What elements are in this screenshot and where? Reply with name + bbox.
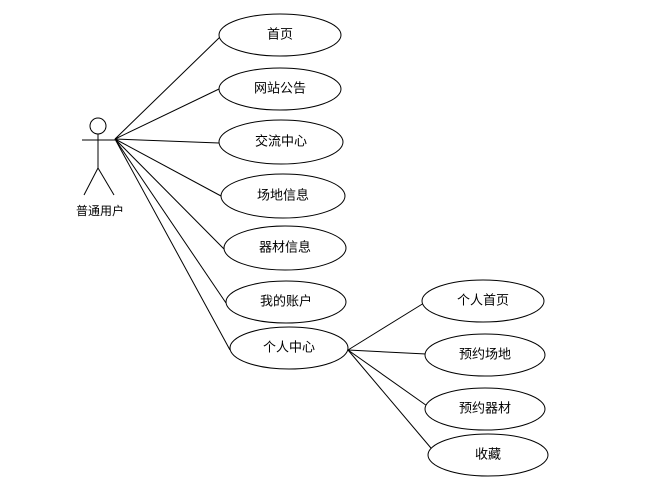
use-case-venue-info-label: 场地信息 [257, 188, 309, 204]
use-case-venue-info: 场地信息 [220, 173, 346, 219]
use-case-my-account-ellipse [225, 280, 347, 324]
use-case-personal-center-label: 个人中心 [263, 341, 315, 356]
use-case-venue-info-ellipse [220, 173, 346, 219]
use-case-personal-home-label: 个人首页 [457, 294, 509, 309]
use-case-my-account: 我的账户 [225, 280, 347, 324]
use-case-personal-home-ellipse [421, 279, 545, 323]
use-case-reserve-venue-ellipse [424, 333, 546, 377]
use-case-equipment-info-ellipse [223, 225, 347, 271]
actor-right-leg [97, 167, 115, 196]
use-case-exchange-center: 交流中心 [218, 119, 344, 165]
association-favorites [347, 349, 437, 455]
use-case-reserve-equipment-label: 预约器材 [459, 402, 511, 417]
use-case-personal-center: 个人中心 [229, 326, 349, 370]
use-case-reserve-equipment-ellipse [424, 387, 546, 431]
use-case-equipment-info: 器材信息 [223, 225, 347, 271]
use-case-reserve-venue-label: 预约场地 [459, 348, 511, 363]
association-reserve-equipment [347, 349, 431, 409]
association-personal-center [114, 138, 231, 351]
use-case-personal-center-ellipse [229, 326, 349, 370]
association-reserve-venue [347, 349, 427, 355]
use-case-exchange-center-ellipse [218, 119, 344, 165]
use-case-my-account-label: 我的账户 [260, 294, 312, 310]
association-my-account [114, 138, 227, 304]
use-case-exchange-center-label: 交流中心 [255, 134, 307, 150]
use-case-favorites: 收藏 [427, 433, 549, 477]
use-case-personal-home: 个人首页 [421, 279, 545, 323]
use-case-announcements-label: 网站公告 [254, 82, 306, 97]
actor-label: 普通用户 [76, 203, 124, 218]
use-case-home-ellipse [218, 13, 342, 57]
use-case-reserve-venue: 预约场地 [424, 333, 546, 377]
association-venue-info [114, 138, 222, 197]
association-equipment-info [114, 138, 225, 250]
use-case-favorites-label: 收藏 [475, 448, 501, 463]
use-case-announcements: 网站公告 [218, 67, 342, 111]
actor-left-leg [83, 167, 99, 196]
association-personal-home [347, 302, 425, 351]
use-case-home-label: 首页 [267, 28, 293, 43]
actor-head [89, 117, 107, 135]
association-home [114, 36, 221, 140]
association-announcements [114, 88, 220, 140]
actor-associations [114, 36, 231, 351]
use-case-announcements-ellipse [218, 67, 342, 111]
association-exchange-center [114, 138, 220, 144]
personal-center-associations [347, 302, 437, 455]
use-case-equipment-info-label: 器材信息 [259, 240, 311, 256]
use-case-favorites-ellipse [427, 433, 549, 477]
actor-figure [82, 117, 115, 196]
use-case-home: 首页 [218, 13, 342, 57]
use-case-reserve-equipment: 预约器材 [424, 387, 546, 431]
